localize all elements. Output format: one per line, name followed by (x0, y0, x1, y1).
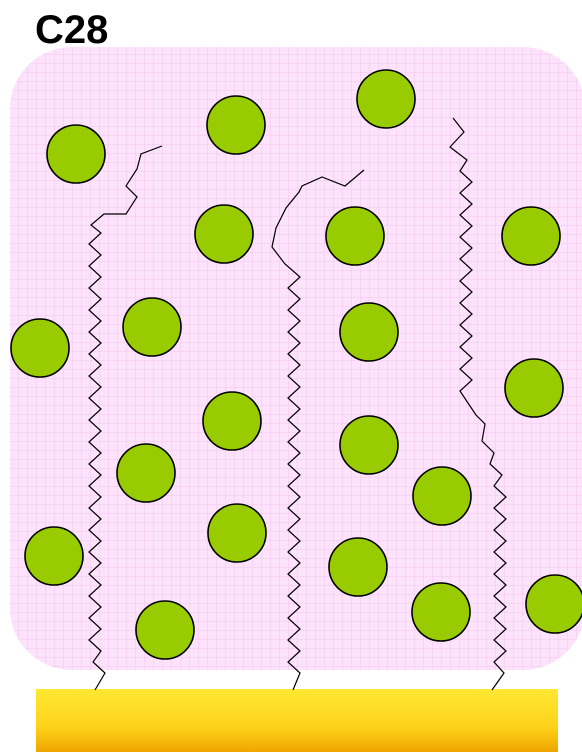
green-sphere (117, 444, 175, 502)
green-sphere (207, 96, 265, 154)
green-sphere (11, 319, 69, 377)
green-sphere (412, 583, 470, 641)
green-sphere (502, 207, 560, 265)
green-sphere (340, 303, 398, 361)
green-sphere (25, 527, 83, 585)
green-sphere (329, 538, 387, 596)
green-sphere (505, 359, 563, 417)
green-sphere (357, 70, 415, 128)
green-sphere (195, 205, 253, 263)
green-sphere (208, 504, 266, 562)
green-sphere (526, 575, 582, 633)
green-sphere (203, 392, 261, 450)
green-sphere (340, 416, 398, 474)
gold-substrate (36, 689, 558, 752)
green-sphere (136, 601, 194, 659)
green-sphere (413, 467, 471, 525)
green-sphere (326, 207, 384, 265)
green-sphere (123, 298, 181, 356)
green-sphere (47, 125, 105, 183)
